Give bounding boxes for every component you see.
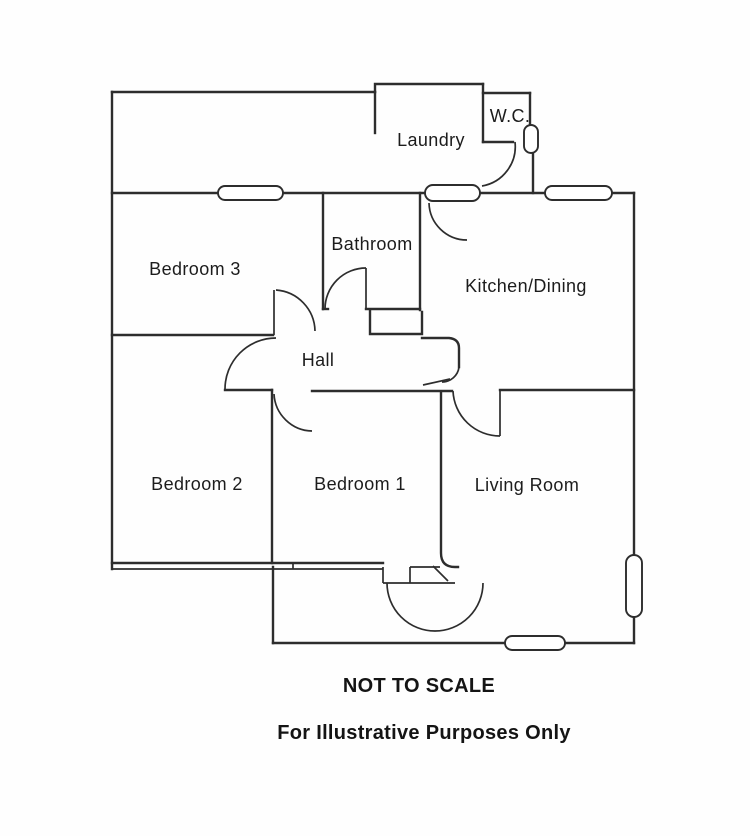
- front-door-arc: [386, 582, 484, 632]
- room-label-bedroom2: Bedroom 2: [151, 474, 243, 494]
- caption-not-to-scale: NOT TO SCALE: [343, 675, 495, 697]
- wc-side-window: [523, 124, 539, 154]
- living-room-side-window: [625, 554, 643, 618]
- kitchen-doorway-window: [424, 184, 481, 202]
- bedroom3-top-window: [217, 185, 284, 201]
- caption-disclaimer: For Illustrative Purposes Only: [277, 722, 571, 744]
- wall-cupboard-stub: [368, 308, 424, 336]
- room-label-bedroom3: Bedroom 3: [149, 259, 241, 279]
- room-label-laundry: Laundry: [397, 130, 465, 150]
- room-label-bathroom: Bathroom: [331, 234, 412, 254]
- laundry-kitchen-door-arc: [428, 202, 468, 241]
- walls: [110, 82, 636, 645]
- room-label-wc: W.C.: [490, 106, 531, 126]
- bedroom1-door-arc: [273, 393, 313, 432]
- wall-living-left: [439, 390, 460, 569]
- bedroom2-door-arc: [224, 337, 277, 390]
- front-door-leaf: [432, 565, 449, 582]
- bathroom-door-arc: [324, 267, 367, 310]
- kitchen-hall-door-arc: [441, 366, 460, 383]
- windows: [217, 124, 643, 651]
- wall-kitchen-jamb: [420, 336, 461, 369]
- bottom-wall-window: [504, 635, 566, 651]
- wc-door-arc: [481, 141, 517, 187]
- room-label-bedroom1: Bedroom 1: [314, 474, 406, 494]
- kitchen-top-window: [544, 185, 613, 201]
- room-labels: Laundry W.C. Bedroom 3 Bathroom Kitchen/…: [149, 106, 587, 495]
- living-room-door-arc: [452, 390, 501, 437]
- bedroom3-door-arc: [275, 289, 316, 332]
- room-label-living-room: Living Room: [475, 475, 579, 495]
- room-label-hall: Hall: [302, 350, 335, 370]
- kitchen-hall-door-leaf: [422, 378, 451, 386]
- room-label-kitchen-dining: Kitchen/Dining: [465, 276, 587, 296]
- captions: NOT TO SCALE For Illustrative Purposes O…: [277, 675, 571, 744]
- wall-laundry-top: [373, 82, 485, 94]
- doors: [224, 141, 517, 632]
